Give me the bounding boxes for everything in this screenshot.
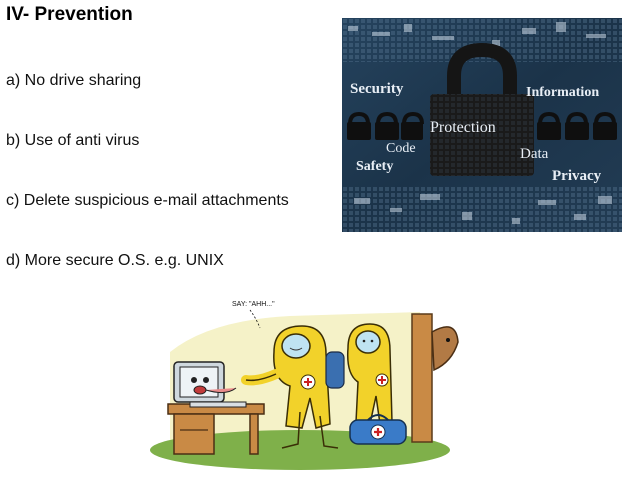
bullet-anti-virus: b) Use of anti virus xyxy=(6,132,140,149)
hazmat-cartoon: SAY: "AHH..." xyxy=(150,292,470,472)
word-code: Code xyxy=(386,141,416,156)
word-information: Information xyxy=(526,85,599,100)
bullet-secure-os: d) More secure O.S. e.g. UNIX xyxy=(6,252,224,269)
medical-bag-icon xyxy=(349,414,407,445)
small-padlock-icons-right xyxy=(537,111,617,140)
word-data: Data xyxy=(520,146,549,162)
computer-icon xyxy=(173,361,247,408)
word-protection: Protection xyxy=(430,119,496,136)
small-padlock-icons-left xyxy=(347,111,424,140)
hazmat-worker-1 xyxy=(241,325,345,449)
bullet-no-drive-sharing: a) No drive sharing xyxy=(6,72,142,89)
padlock-icon xyxy=(430,42,534,176)
security-illustration: Security Information Protection Code Dat… xyxy=(342,18,622,232)
word-security: Security xyxy=(350,81,404,97)
word-privacy: Privacy xyxy=(552,168,602,184)
hazmat-worker-2 xyxy=(346,323,393,425)
slide-title: IV- Prevention xyxy=(6,4,133,25)
speech-text: SAY: "AHH..." xyxy=(232,301,275,308)
word-safety: Safety xyxy=(356,159,393,174)
bullet-delete-attachments: c) Delete suspicious e-mail attachments xyxy=(6,192,289,209)
